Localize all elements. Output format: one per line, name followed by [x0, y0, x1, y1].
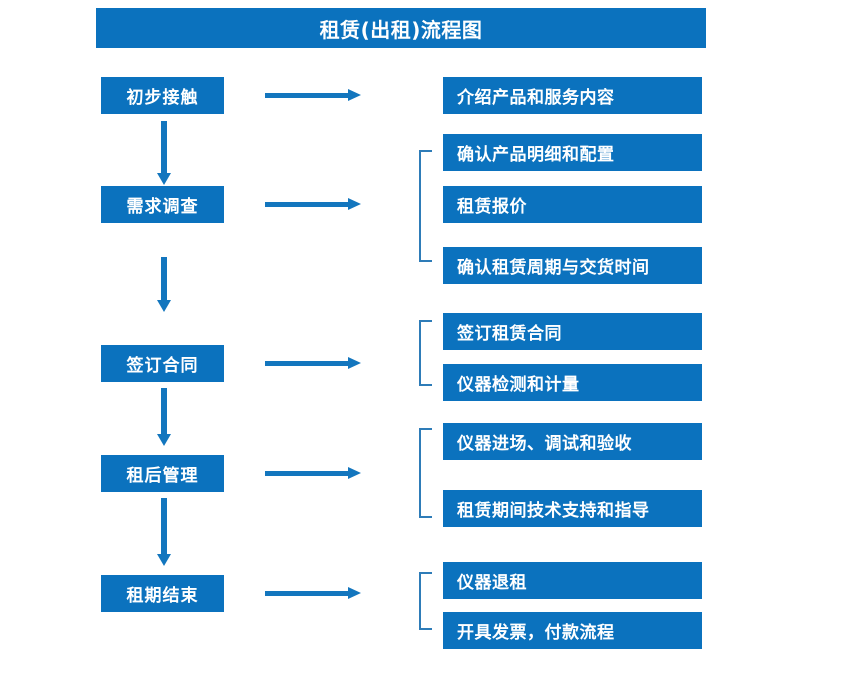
arrow-head — [348, 587, 361, 599]
vertical-arrow-contract-to-management — [157, 388, 171, 446]
arrow-head — [157, 554, 171, 566]
arrow-head — [157, 300, 171, 312]
arrow-head — [157, 173, 171, 185]
arrow-shaft — [161, 388, 167, 436]
detail-box-sign-lease-contract[interactable]: 签订租赁合同 — [443, 313, 702, 350]
arrow-head — [348, 89, 361, 101]
stage-box-post-rental-management[interactable]: 租后管理 — [101, 455, 224, 492]
arrow-shaft — [265, 591, 349, 596]
detail-box-instrument-entry-commissioning[interactable]: 仪器进场、调试和验收 — [443, 423, 702, 460]
arrow-shaft — [265, 202, 349, 207]
flowchart-title: 租赁(出租)流程图 — [96, 8, 706, 48]
stage-box-sign-contract[interactable]: 签订合同 — [101, 345, 224, 382]
group-bracket-post-rental — [419, 428, 432, 518]
detail-box-instrument-return[interactable]: 仪器退租 — [443, 562, 702, 599]
horizontal-arrow-requirement-survey — [265, 197, 361, 211]
arrow-head — [157, 434, 171, 446]
vertical-arrow-survey-to-contract — [157, 257, 171, 312]
arrow-shaft — [161, 121, 167, 175]
detail-box-introduce-products[interactable]: 介绍产品和服务内容 — [443, 77, 702, 114]
horizontal-arrow-lease-end — [265, 586, 361, 600]
detail-box-rental-quotation[interactable]: 租赁报价 — [443, 186, 702, 223]
horizontal-arrow-sign-contract — [265, 356, 361, 370]
stage-box-lease-end[interactable]: 租期结束 — [101, 575, 224, 612]
group-bracket-sign-contract — [419, 320, 432, 386]
group-bracket-lease-end — [419, 572, 432, 630]
group-bracket-requirement-survey — [419, 150, 432, 262]
stage-box-requirement-survey[interactable]: 需求调查 — [101, 186, 224, 223]
detail-box-invoice-payment[interactable]: 开具发票，付款流程 — [443, 612, 702, 649]
detail-box-confirm-product-details[interactable]: 确认产品明细和配置 — [443, 134, 702, 171]
detail-box-technical-support[interactable]: 租赁期间技术支持和指导 — [443, 490, 702, 527]
arrow-shaft — [265, 471, 349, 476]
horizontal-arrow-post-rental — [265, 466, 361, 480]
arrow-head — [348, 357, 361, 369]
detail-box-confirm-lease-period[interactable]: 确认租赁周期与交货时间 — [443, 247, 702, 284]
arrow-shaft — [161, 257, 167, 302]
vertical-arrow-initial-to-survey — [157, 121, 171, 185]
detail-box-instrument-inspection[interactable]: 仪器检测和计量 — [443, 364, 702, 401]
horizontal-arrow-initial-contact — [265, 88, 361, 102]
vertical-arrow-management-to-end — [157, 498, 171, 566]
arrow-shaft — [265, 361, 349, 366]
arrow-shaft — [161, 498, 167, 556]
arrow-head — [348, 467, 361, 479]
arrow-shaft — [265, 93, 349, 98]
arrow-head — [348, 198, 361, 210]
stage-box-initial-contact[interactable]: 初步接触 — [101, 77, 224, 114]
